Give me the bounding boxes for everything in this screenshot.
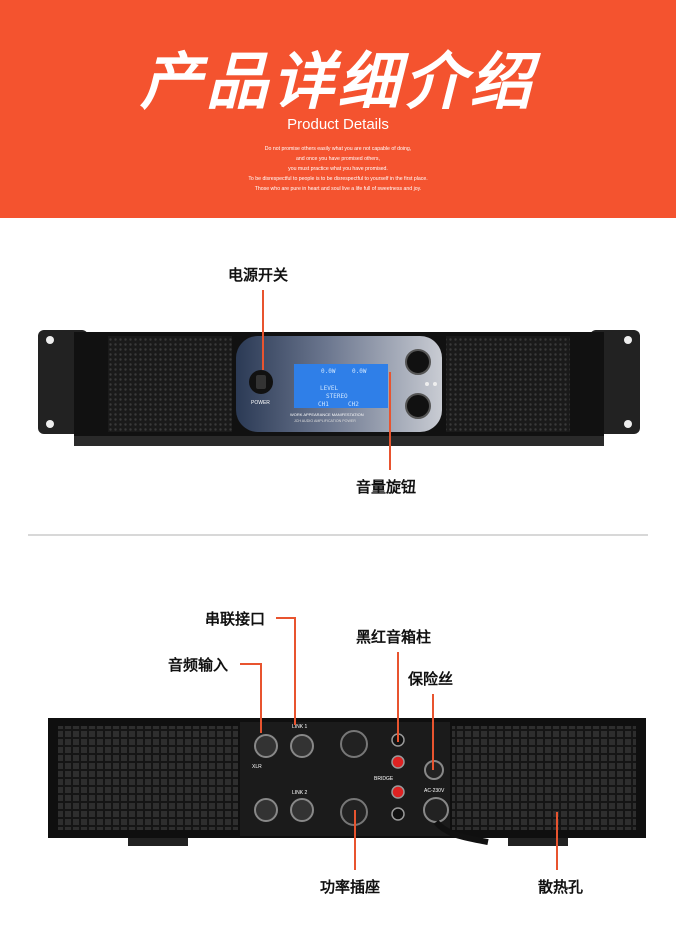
brand-text: WORK APPEARANCE MANIFESTATION bbox=[290, 412, 364, 417]
audio-input-pointer bbox=[260, 663, 262, 733]
lcd-text: LEVEL bbox=[320, 385, 338, 392]
banner-title: 产品详细介绍 bbox=[139, 45, 536, 118]
link-port-pointer bbox=[294, 617, 296, 725]
lcd-text: 0.0W bbox=[352, 368, 367, 375]
amplifier-rear-image: LINK 1 LINK 2 XLR BRIDGE AC-230V bbox=[48, 718, 646, 846]
power-socket-pointer bbox=[354, 810, 356, 870]
lcd-text: CH1 bbox=[318, 401, 329, 408]
section-divider bbox=[28, 534, 648, 536]
link2-text: LINK 2 bbox=[292, 790, 308, 796]
banner-quote: Do not promise others easily what you ar… bbox=[0, 144, 676, 194]
banner-quote-line: you must practice what you have promised… bbox=[288, 166, 388, 172]
banner-quote-line: Those who are pure in heart and soul liv… bbox=[254, 186, 422, 192]
vent-label: 散热孔 bbox=[538, 878, 584, 896]
amplifier-front-image: POWER 0.0W 0.0W LEVEL STEREO CH1 CH2 WOR… bbox=[38, 330, 640, 446]
xlr-text: XLR bbox=[252, 764, 262, 770]
power-socket-label: 功率插座 bbox=[320, 878, 381, 896]
fuse-label: 保险丝 bbox=[408, 670, 454, 688]
brand-text: JCH AUDIO AMPLIFICATION POWER bbox=[294, 419, 356, 423]
audio-input-label: 音频输入 bbox=[168, 656, 229, 674]
audio-input-pointer bbox=[240, 663, 262, 665]
banner-subtitle: Product Details bbox=[287, 116, 389, 133]
lcd-text: CH2 bbox=[348, 401, 359, 408]
lcd-text: 0.0W bbox=[321, 368, 336, 375]
link1-text: LINK 1 bbox=[292, 724, 308, 730]
vent-pointer bbox=[556, 812, 558, 870]
speaker-terminal-pointer bbox=[397, 652, 399, 742]
banner-quote-line: To be disrespectful to people is to be d… bbox=[248, 176, 428, 182]
header-banner: 产品详细介绍 Product Details Do not promise ot… bbox=[0, 0, 676, 218]
fuse-pointer bbox=[432, 694, 434, 770]
speaker-terminal-label: 黑红音箱柱 bbox=[356, 628, 432, 646]
bridge-text: BRIDGE bbox=[374, 776, 394, 782]
power-switch-pointer bbox=[262, 290, 264, 370]
link-port-pointer bbox=[276, 617, 296, 619]
lcd-text: STEREO bbox=[326, 393, 348, 400]
banner-quote-line: Do not promise others easily what you ar… bbox=[264, 146, 412, 152]
volume-knob-label: 音量旋钮 bbox=[356, 478, 417, 496]
power-text: POWER bbox=[251, 400, 270, 406]
power-switch-label: 电源开关 bbox=[228, 266, 289, 284]
link-port-label: 串联接口 bbox=[205, 610, 266, 628]
ac-text: AC-230V bbox=[424, 788, 445, 794]
banner-quote-line: and once you have promised others, bbox=[296, 156, 380, 162]
volume-knob-pointer bbox=[389, 372, 391, 470]
